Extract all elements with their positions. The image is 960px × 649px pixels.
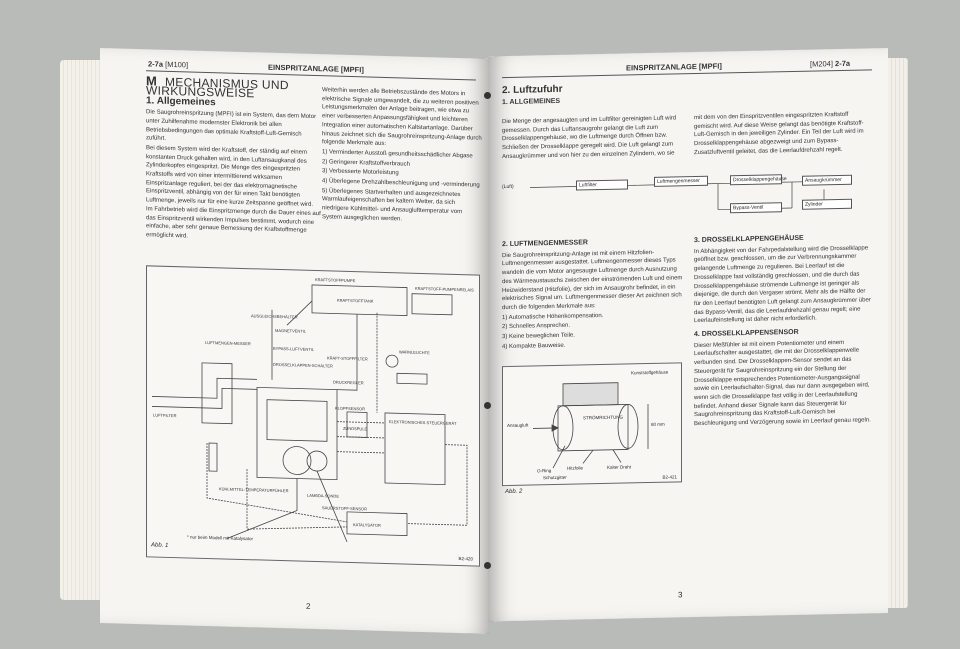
- binder-hole: [484, 402, 491, 409]
- right-col-1: 2. Luftzufuhr 1. ALLGEMEINES: [502, 80, 684, 109]
- left-col-1: M MECHANISMUS UND WIRKUNGSWEISE 1. Allge…: [146, 73, 321, 246]
- flow-box-luftmengenmesser: Luftmengenmesser: [654, 175, 708, 187]
- label: ELEKTRONISCHES STEUERGERÄT: [389, 419, 457, 426]
- intro-text: Die Menge der angesaugten und im Luftfil…: [502, 110, 872, 172]
- right-header-ref: [M204] 2-7a: [810, 58, 851, 69]
- label: KATALYSATOR: [353, 522, 381, 528]
- air-flow-diagram: (Luft) Luftfilter Luftmengenmesser Dross…: [502, 166, 872, 234]
- label: KLOPFSENSOR: [335, 406, 365, 412]
- label: AUSGLEICHSBEHÄLTER: [251, 313, 298, 319]
- label: 80 mm: [651, 421, 665, 427]
- flow-box-drosselklappe: Drosselklappengehäuse: [730, 174, 787, 186]
- page-number: 2: [306, 601, 311, 611]
- right-col-2: 3. DROSSELKLAPPENGEHÄUSE In Abhängigkeit…: [694, 230, 872, 429]
- page-number: 3: [678, 590, 683, 600]
- right-col-1-body: 2. LUFTMENGENMESSER Die Saugrohreinsprit…: [502, 234, 684, 352]
- left-page: 2-7a [M100] EINSPRITZANLAGE [MPFI] M MEC…: [100, 48, 490, 634]
- label: KRAFTSTOFFTANK: [337, 298, 374, 304]
- binder-hole: [484, 92, 491, 99]
- label: LUFTMENGEN-MESSER: [205, 340, 251, 346]
- paragraph: Die Saugrohreinspritzung (MPFI) ist ein …: [146, 109, 317, 143]
- figure-caption: Abb. 1: [151, 542, 169, 549]
- flow-label-luft: (Luft): [502, 183, 514, 191]
- paragraph: Weiterhin werden alle Betriebszustände d…: [322, 87, 482, 148]
- label: Kalter Draht: [607, 464, 632, 470]
- label: O-Ring: [537, 468, 552, 474]
- label: KRAFTSTOFF-PUMPENRELAIS: [415, 286, 474, 293]
- label: DROSSELKLAPPEN-SCHALTER: [273, 362, 333, 369]
- label: Schutzgitter: [543, 474, 567, 481]
- label: Hitzfolie: [567, 465, 584, 471]
- figure-code: B2-420: [458, 556, 473, 562]
- label: STRÖMRICHTUNG: [583, 414, 623, 421]
- label: MAGNETVENTIL: [275, 328, 307, 334]
- left-header-ref: 2-7a [M100]: [148, 59, 189, 70]
- flow-box-bypass: Bypass-Ventil: [730, 202, 782, 214]
- label: SAUERSTOFF-SENSOR: [322, 505, 367, 511]
- label: DRUCKREGLER: [333, 380, 364, 386]
- right-page: EINSPRITZANLAGE [MPFI] [M204] 2-7a 2. Lu…: [488, 48, 888, 622]
- left-col-2: Weiterhin werden alle Betriebszustände d…: [322, 86, 482, 227]
- air-flow-meter-svg: [533, 382, 649, 469]
- system-diagram: KRAFTSTOFFPUMPE KRAFTSTOFFTANK KRAFTSTOF…: [146, 265, 480, 567]
- list-item: 5) Überlegenes Startverhalten und ausgez…: [322, 187, 463, 223]
- right-header-title: EINSPRITZANLAGE [MPFI]: [626, 61, 722, 73]
- label: LAMBDA-SONDE: [307, 493, 339, 499]
- system-diagram-svg: KRAFTSTOFFPUMPE KRAFTSTOFFTANK KRAFTSTOF…: [152, 277, 474, 543]
- label: ZÜNDSPULE: [343, 426, 368, 432]
- label: Kunststoffgehäuse: [631, 369, 669, 376]
- label: KRAFT-STOFFFILTER: [327, 355, 368, 361]
- flow-box-zylinder: Zylinder: [802, 198, 852, 210]
- paragraph: In Abhängigkeit von der Fahrpedalstellun…: [694, 245, 871, 325]
- label: WARNLEUCHTE: [399, 349, 430, 355]
- paragraph: Dieser Meßfühler ist mit einem Potentiom…: [694, 339, 871, 428]
- figure-code: B2-421: [662, 474, 677, 480]
- flow-lines: [530, 181, 825, 210]
- flow-box-luftfilter: Luftfilter: [576, 179, 628, 191]
- paragraph: Die Menge der angesaugten und im Luftfil…: [502, 111, 864, 160]
- label: KRAFTSTOFFPUMPE: [315, 277, 356, 283]
- label: LUFTFILTER: [153, 412, 177, 418]
- flow-box-ansaugkruemmer: Ansaugkrümmer: [802, 174, 852, 186]
- air-flow-meter-figure: Kunststoffgehäuse Ansaugluft STRÖMRICHTU…: [502, 362, 682, 495]
- label: KÜHLMITTEL-TEMPERATURFÜHLER: [219, 486, 289, 493]
- subsection-heading: 2. Luftzufuhr: [502, 83, 563, 97]
- paragraph: Bei diesem System wird der Kraftstoff, d…: [146, 145, 321, 240]
- label: Ansaugluft: [507, 422, 529, 428]
- left-header-title: EINSPRITZANLAGE [MPFI]: [268, 62, 364, 75]
- label: BYPASS-LUFTVENTIL: [273, 346, 315, 352]
- figure-caption: Abb. 2: [505, 488, 523, 496]
- binder-hole: [484, 562, 491, 569]
- paragraph: Die Saugrohreinspritzung-Anlage ist mit …: [502, 249, 683, 312]
- section-heading: 1. ALLGEMEINES: [502, 97, 561, 106]
